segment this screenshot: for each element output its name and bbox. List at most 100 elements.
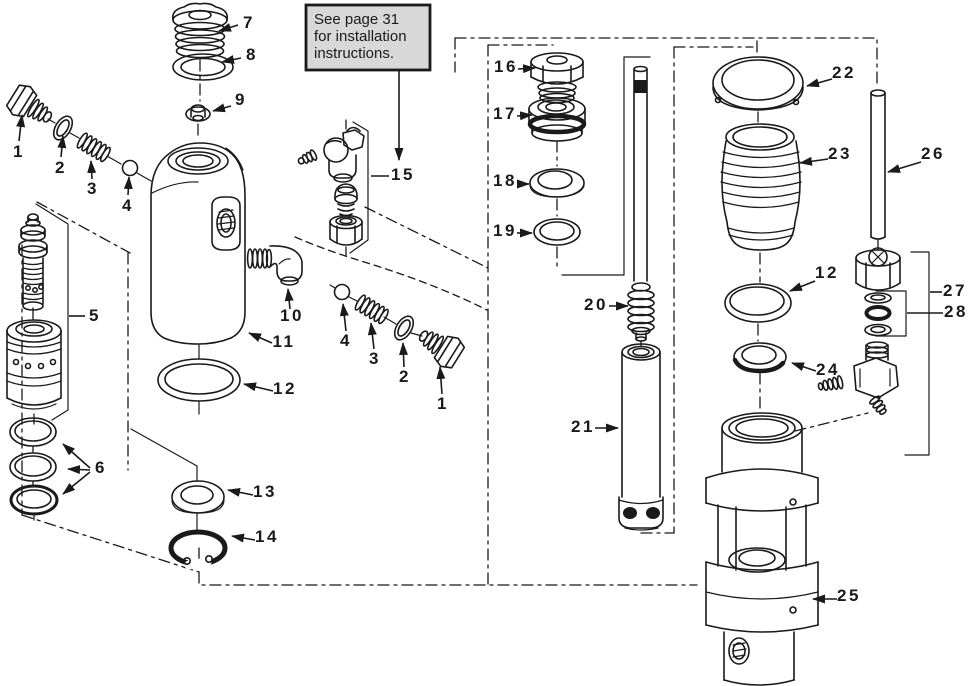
callout-leader-17: [516, 111, 533, 121]
callout-leader-23: [799, 156, 829, 166]
callout-leader-13: [227, 487, 254, 497]
callout-14-retaining-ring: 14: [255, 527, 279, 546]
part-6-orings-art: [9, 417, 59, 516]
part-4b-ball-art: [333, 283, 351, 301]
part-29-grease-fitting-art: [297, 126, 365, 183]
callout-5-piston-valve-assembly: 5: [89, 306, 101, 325]
callout-24-seal-ring: 24: [816, 360, 840, 379]
part-26-tube-art: [870, 89, 886, 240]
callout-leader-22: [806, 78, 833, 88]
part-8-oring-art: [172, 53, 234, 81]
callout-leader-14: [231, 533, 256, 543]
callout-20-piston-rod-spring: 20: [584, 295, 608, 314]
callout-1-pipe-plug: 1: [13, 142, 25, 161]
callout-21-cylinder-tube: 21: [571, 417, 595, 436]
part-1-plug-art: [3, 80, 60, 134]
callout-19-o-ring: 19: [493, 221, 517, 240]
part-14-retaining-ring-art: [168, 529, 228, 570]
callout-leader-12: [243, 382, 274, 392]
callout-27-valve-kit-group: 27: [943, 281, 967, 300]
callout-26-suction-tube: 26: [921, 144, 945, 163]
callout-2-gasket: 2: [399, 367, 411, 386]
callout-11-displacement-cylinder: 11: [273, 332, 296, 351]
callout-leader-26: [887, 161, 922, 173]
callout-8-o-ring: 8: [246, 45, 258, 64]
part-16-packing-nut-art: [530, 52, 584, 104]
callout-leader-7: [218, 23, 239, 32]
part-5-valve-assembly-art: [6, 203, 69, 421]
callout-leader-3: [87, 160, 97, 180]
part-19-oring-art: [533, 218, 581, 246]
part-22-collar-art: [712, 56, 804, 111]
part-10-elbow-art: [246, 245, 303, 286]
part-21-cylinder-tube-art: [618, 343, 664, 531]
part-20-rod-art: [561, 56, 655, 342]
part-27-bracket: [904, 251, 930, 456]
part-18-washer-art: [529, 168, 585, 198]
callout-10-elbow-fitting: 10: [280, 306, 304, 325]
callout-leader-9: [212, 103, 232, 113]
part-24-seal-ring-art: [732, 342, 787, 374]
callout-15-fitting-kit: 15: [391, 165, 415, 184]
callout-23-cylinder-sleeve: 23: [828, 144, 852, 163]
part-17-gland-art: [527, 97, 587, 142]
note-text: See page 31 for installation instruction…: [314, 11, 411, 62]
part-callouts: 1234567891011121314154321161718192021222…: [13, 13, 968, 605]
part-11-cylinder-art: [150, 142, 246, 345]
callout-leader-6: [62, 443, 91, 469]
callout-2-gasket: 2: [55, 158, 67, 177]
callout-6-o-ring-set: 6: [95, 458, 107, 477]
note-box: See page 31 for installation instruction…: [304, 3, 432, 161]
callout-25-pump-housing: 25: [837, 586, 861, 605]
part-12-oring-right-art: [724, 283, 792, 323]
part-12-oring-left-art: [130, 344, 241, 531]
callout-4-ball: 4: [122, 196, 134, 215]
callout-leader-6: [67, 465, 91, 475]
callout-9-wing-packing-nut: 9: [235, 90, 247, 109]
callout-leader-2: [399, 342, 408, 368]
callout-leader-11: [248, 332, 273, 344]
valve-parts-diagonal-left: [3, 80, 152, 182]
callout-16-packing-nut: 16: [494, 57, 518, 76]
callout-leader-6: [62, 471, 91, 495]
callout-leader-1: [436, 366, 446, 395]
part-1b-plug-art: [411, 319, 468, 373]
callout-leader-8: [221, 55, 242, 64]
part-15-bracket: [349, 121, 369, 254]
part-25-housing-art: [705, 412, 819, 686]
callout-28-seal-set-group: 28: [944, 302, 968, 321]
part-2b-gasket-art: [390, 312, 418, 344]
callout-22-retaining-collar: 22: [832, 63, 856, 82]
part-28-bracket: [875, 290, 907, 337]
callout-12-o-ring: 12: [815, 263, 839, 282]
callout-leader-12: [789, 280, 816, 292]
part-15-kit-art: [329, 121, 369, 254]
callout-leader-24: [791, 362, 817, 372]
part-9-wingnut-art: [185, 104, 211, 122]
callout-leader-2: [57, 135, 67, 158]
callout-leader-3: [367, 322, 377, 350]
callout-17-packing-gland: 17: [493, 104, 517, 123]
callout-leader-4: [123, 176, 133, 196]
callout-leader-16: [517, 64, 536, 74]
callout-13-washer: 13: [253, 482, 277, 501]
part-23-sleeve-art: [720, 123, 802, 251]
callout-3-spring: 3: [87, 179, 99, 198]
callout-12-o-ring: 12: [273, 379, 297, 398]
callout-1-pipe-plug: 1: [437, 394, 449, 413]
callout-leader-10: [284, 288, 294, 310]
callout-7-cap-plug: 7: [243, 13, 255, 32]
part-3-spring-art: [74, 131, 113, 164]
callout-4-ball: 4: [340, 331, 352, 350]
valve-parts-diagonal-middle: [329, 283, 468, 373]
frame-centerlines: [21, 37, 879, 586]
part-3b-spring-art: [352, 293, 391, 326]
callout-18-washer: 18: [493, 171, 517, 190]
callout-leader-4: [339, 303, 349, 332]
part-5-bracket: [35, 203, 69, 421]
part-13-washer-art: [171, 480, 225, 514]
callout-3-spring: 3: [369, 349, 381, 368]
part-20-bracket: [561, 56, 651, 276]
